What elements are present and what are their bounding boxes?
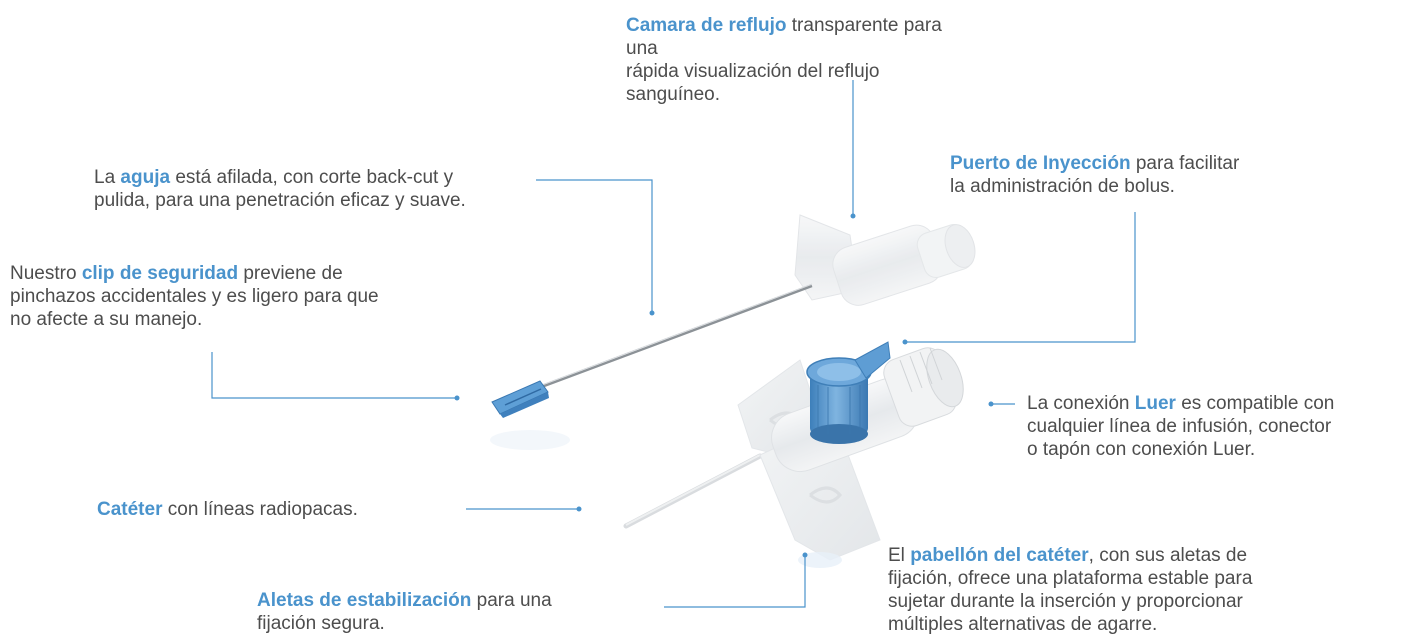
callout-clip-de-seguridad: Nuestro clip de seguridad previene de pi… (10, 262, 430, 331)
callout-aletas-de-estabilizacion: Aletas de estabilización para una fijaci… (257, 589, 657, 635)
callout-highlight: clip de seguridad (81, 263, 239, 284)
callout-highlight: Camara de reflujo (626, 15, 787, 36)
callout-text: rápida visualización del reflujo sanguín… (626, 61, 880, 105)
leader-dots (454, 213, 994, 558)
callout-camara-de-reflujo: Camara de reflujo transparente para una … (626, 14, 956, 106)
callout-text: pulida, para una penetración eficaz y su… (94, 190, 466, 211)
safety-clip (491, 380, 549, 418)
callout-puerto-de-inyeccion: Puerto de Inyección para facilitar la ad… (950, 152, 1250, 198)
leader-lines (211, 80, 1136, 608)
callout-text: fijación, ofrece una plataforma estable … (888, 568, 1253, 589)
callout-highlight: Aletas de estabilización (257, 590, 472, 611)
callout-text: pinchazos accidentales y es ligero para … (10, 286, 379, 307)
callout-text: para facilitar (1130, 153, 1240, 174)
callout-text: Nuestro (10, 263, 82, 284)
callout-text: o tapón con conexión Luer. (1027, 439, 1256, 460)
callout-text: previene de (238, 263, 343, 284)
callout-highlight: aguja (120, 167, 171, 188)
callout-highlight: Catéter (97, 499, 163, 520)
callout-text: no afecte a su manejo. (10, 309, 203, 330)
callout-pabellon-del-cateter: El pabellón del catéter, con sus aletas … (888, 544, 1308, 636)
callout-text: El (888, 545, 911, 566)
callout-text: fijación segura. (257, 613, 385, 634)
callout-text: , con sus aletas de (1088, 545, 1248, 566)
callout-text: La conexión (1027, 393, 1135, 414)
callout-text: transparente para una (626, 15, 942, 59)
callout-text: está afilada, con corte back-cut y (170, 167, 454, 188)
callout-highlight: pabellón del catéter (910, 545, 1089, 566)
needle (495, 283, 813, 406)
callout-text: La (94, 167, 121, 188)
injection-port-cap (806, 341, 891, 444)
callout-text: para una (471, 590, 552, 611)
callout-aguja: La aguja está afilada, con corte back-cu… (94, 166, 554, 212)
callout-text: la administración de bolus. (950, 176, 1175, 197)
catheter-tube (623, 453, 763, 529)
callout-conexion-luer: La conexión Luer es compatible con cualq… (1027, 392, 1423, 461)
callout-highlight: Puerto de Inyección (950, 153, 1131, 174)
callout-text: múltiples alternativas de agarre. (888, 614, 1158, 635)
callout-text: es compatible con (1175, 393, 1335, 414)
callout-cateter: Catéter con líneas radiopacas. (97, 498, 457, 521)
flashback-chamber (794, 214, 976, 306)
callout-highlight: Luer (1134, 393, 1176, 414)
callout-text: con líneas radiopacas. (162, 499, 358, 520)
callout-text: sujetar durante la inserción y proporcio… (888, 591, 1243, 612)
callout-text: cualquier línea de infusión, conector (1027, 416, 1332, 437)
